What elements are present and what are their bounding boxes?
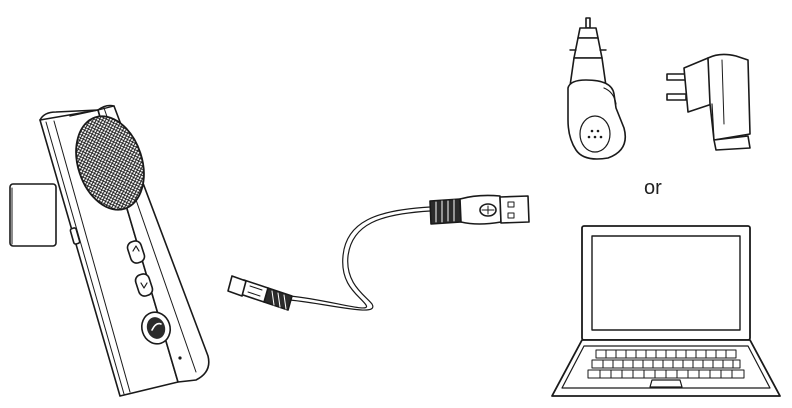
wall-charger-icon [666,53,751,151]
laptop-icon [551,225,781,397]
car-charger-icon [567,17,627,160]
speakerphone-device-icon [9,104,210,397]
or-label: or [644,177,662,199]
volume-down-button-icon [134,273,154,297]
micro-usb-plug-icon [227,275,293,311]
usb-a-plug-icon [429,194,530,225]
call-button-icon [140,311,172,345]
volume-up-button-icon [126,240,146,264]
usb-cable-icon [227,194,530,311]
